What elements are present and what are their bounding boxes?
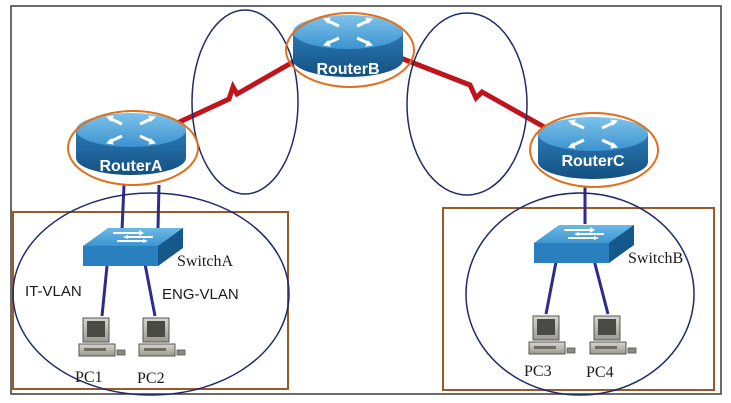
router-c[interactable]: RouterC: [529, 112, 659, 188]
pc-2-label: PC2: [137, 370, 165, 387]
pc-3[interactable]: PC3: [524, 315, 576, 380]
domain-ellipse-link-a-b: [191, 9, 299, 195]
router-b-label: RouterB: [316, 61, 379, 78]
serial-link-a-b: [171, 55, 302, 128]
outer-frame: [10, 5, 722, 395]
lan-box-right: [442, 207, 715, 391]
router-a-orange-ring: [67, 110, 199, 186]
router-b[interactable]: RouterB: [285, 12, 415, 88]
pc-1-label: PC1: [75, 369, 103, 386]
switch-b[interactable]: SwitchB: [533, 224, 683, 267]
lan-links: [100, 184, 610, 317]
pc-4[interactable]: PC4: [586, 315, 637, 381]
pc-icon: [528, 315, 576, 355]
pc-4-label: PC4: [586, 364, 614, 381]
domain-ellipse-left-lan: [12, 192, 290, 396]
switch-a[interactable]: SwitchA: [82, 227, 233, 270]
pc-1[interactable]: PC1: [75, 317, 126, 386]
pc-icon: [78, 317, 126, 357]
pc-3-label: PC3: [524, 363, 552, 380]
serial-link-b-c: [397, 54, 548, 131]
vlan-label-it: IT-VLAN: [25, 283, 82, 300]
router-c-label: RouterC: [561, 153, 625, 170]
domain-ellipse-right-lan: [465, 192, 695, 396]
router-a[interactable]: RouterA: [67, 110, 199, 186]
switch-a-label: SwitchA: [177, 253, 233, 270]
router-b-orange-ring: [285, 12, 415, 88]
pc-icon: [589, 315, 637, 355]
domain-ellipse-link-b-c: [406, 12, 528, 196]
router-c-orange-ring: [529, 112, 659, 188]
pc-icon: [138, 317, 186, 357]
pc-2[interactable]: PC2: [137, 317, 186, 387]
switch-icon: [82, 227, 184, 267]
switch-b-label: SwitchB: [628, 250, 683, 267]
switch-icon: [533, 224, 635, 264]
router-a-label: RouterA: [99, 158, 163, 175]
vlan-label-eng: ENG-VLAN: [162, 286, 239, 303]
